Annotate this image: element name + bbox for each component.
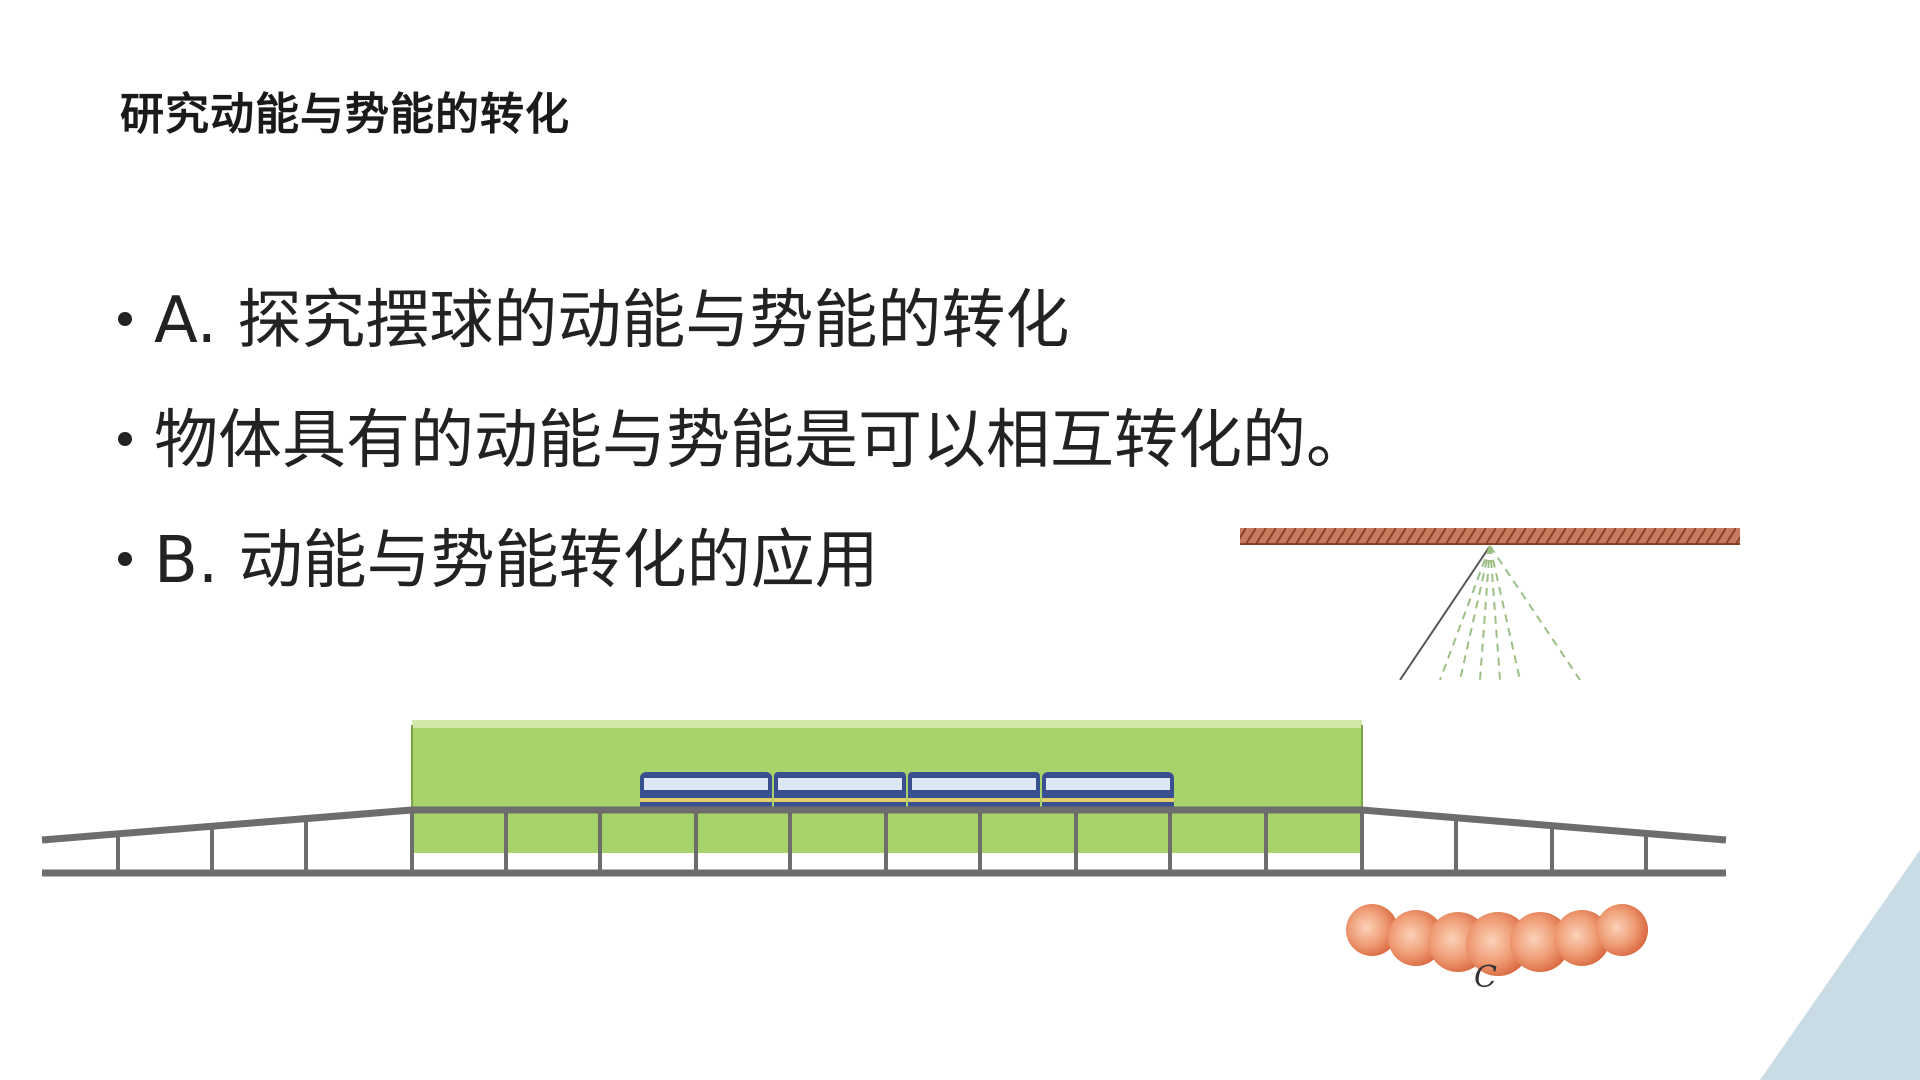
bullet-dot — [118, 312, 132, 326]
pendulum-label-c: C — [1474, 960, 1497, 995]
bullet-text: 物体具有的动能与势能是可以相互转化的。 — [154, 404, 1370, 478]
bullet-text: B. 动能与势能转化的应用 — [154, 524, 879, 598]
bullet-text: A. 探究摆球的动能与势能的转化 — [154, 284, 1070, 358]
pendulum-balls — [1346, 904, 1648, 976]
ceiling-hatch — [1240, 528, 1740, 544]
train-bridge-illustration — [36, 680, 1736, 880]
bullet-dot — [118, 552, 132, 566]
slide-title: 研究动能与势能的转化 — [120, 89, 570, 140]
train — [640, 772, 1174, 812]
corner-decoration — [1760, 850, 1920, 1080]
bullet-dot — [118, 432, 132, 446]
